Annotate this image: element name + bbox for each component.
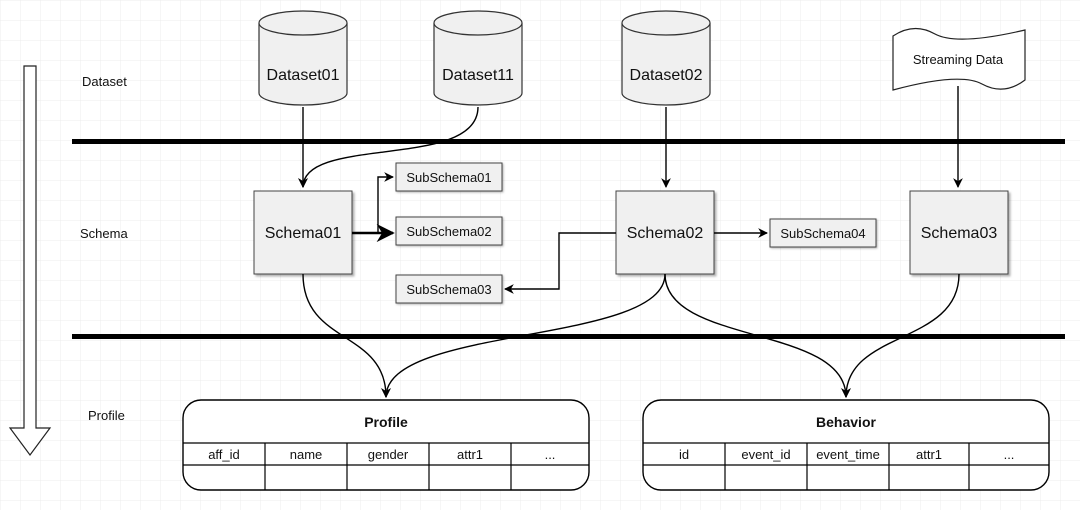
behavior-col-header: id: [679, 447, 689, 462]
profile-col-header: ...: [545, 447, 556, 462]
behavior-col-header: attr1: [916, 447, 942, 462]
behavior-col-header: event_id: [741, 447, 790, 462]
cylinder-dataset02: Dataset02: [621, 10, 711, 106]
subschema02-box: SubSchema02: [395, 216, 503, 246]
behavior-table: Behavior id event_id event_time attr1 ..…: [642, 399, 1050, 491]
edge-schema02-profile: [381, 273, 666, 398]
schema02-label: Schema02: [627, 225, 704, 242]
behavior-col-header: event_time: [816, 447, 880, 462]
subschema04-box: SubSchema04: [769, 218, 877, 248]
subschema01-box: SubSchema01: [395, 162, 503, 192]
edge-schema01-profile: [302, 273, 391, 398]
schema01-box: Schema01: [253, 190, 353, 275]
schema02-box: Schema02: [615, 190, 715, 275]
behavior-col-header: ...: [1004, 447, 1015, 462]
profile-col-header: name: [290, 447, 323, 462]
edge-schema02-behavior: [664, 273, 851, 398]
edge-schema03-behavior: [841, 273, 960, 398]
cylinder-dataset01: Dataset01: [258, 10, 348, 106]
edge-dataset11-schema01: [298, 106, 479, 188]
dataset02-label: Dataset02: [630, 67, 703, 84]
subschema04-label: SubSchema04: [780, 226, 865, 241]
cylinder-dataset11: Dataset11: [433, 10, 523, 106]
profile-col-header: gender: [368, 447, 409, 462]
profile-table-title: Profile: [364, 414, 408, 430]
subschema02-label: SubSchema02: [406, 224, 491, 239]
edge-schema02-subschema03: [504, 232, 616, 294]
divider-dataset-schema: [72, 139, 1065, 144]
schema03-box: Schema03: [909, 190, 1009, 275]
layer-label-profile: Profile: [88, 408, 125, 423]
profile-table: Profile aff_id name gender attr1 ...: [182, 399, 590, 491]
divider-schema-profile: [72, 334, 1065, 339]
dataset01-label: Dataset01: [267, 67, 340, 84]
behavior-table-title: Behavior: [816, 414, 876, 430]
subschema03-label: SubSchema03: [406, 282, 491, 297]
flow-down-arrow-icon: [8, 65, 52, 457]
schema01-label: Schema01: [265, 225, 342, 242]
streaming-data-tape: Streaming Data: [892, 27, 1026, 91]
profile-col-header: aff_id: [208, 447, 240, 462]
layer-label-dataset: Dataset: [82, 74, 127, 89]
dataset11-label: Dataset11: [442, 67, 514, 84]
subschema03-box: SubSchema03: [395, 274, 503, 304]
streaming-data-label: Streaming Data: [913, 52, 1004, 67]
subschema01-label: SubSchema01: [406, 170, 491, 185]
profile-col-header: attr1: [457, 447, 483, 462]
layer-label-schema: Schema: [80, 226, 128, 241]
schema03-label: Schema03: [921, 225, 998, 242]
